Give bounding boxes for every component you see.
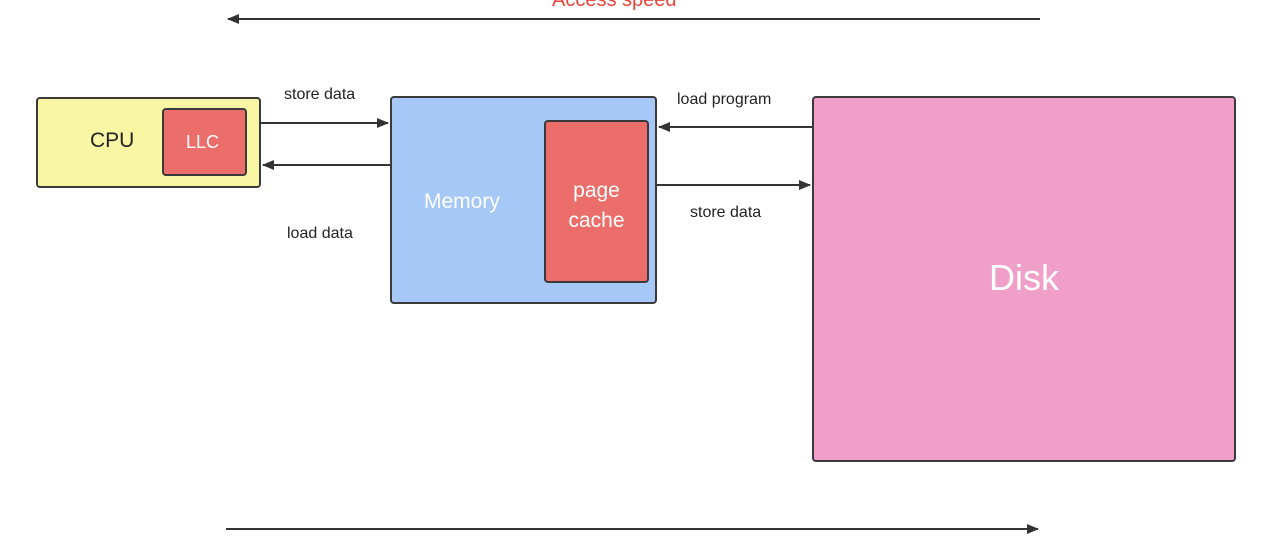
cpu-label: CPU	[90, 129, 135, 152]
memory-to-cpu-label: load data	[287, 225, 353, 242]
page-cache-box	[544, 120, 649, 283]
disk-to-memory-label: load program	[677, 91, 772, 108]
access-speed-label: Access speed	[552, 0, 677, 11]
disk-box	[812, 96, 1236, 462]
disk-label: Disk	[989, 257, 1059, 298]
llc-label: LLC	[186, 132, 220, 152]
page-cache-label: page cache	[568, 179, 625, 232]
memory-to-disk-label: store data	[690, 204, 762, 221]
memory-label: Memory	[424, 190, 500, 213]
llc-box	[162, 108, 247, 176]
cpu-to-memory-label: store data	[284, 86, 356, 103]
